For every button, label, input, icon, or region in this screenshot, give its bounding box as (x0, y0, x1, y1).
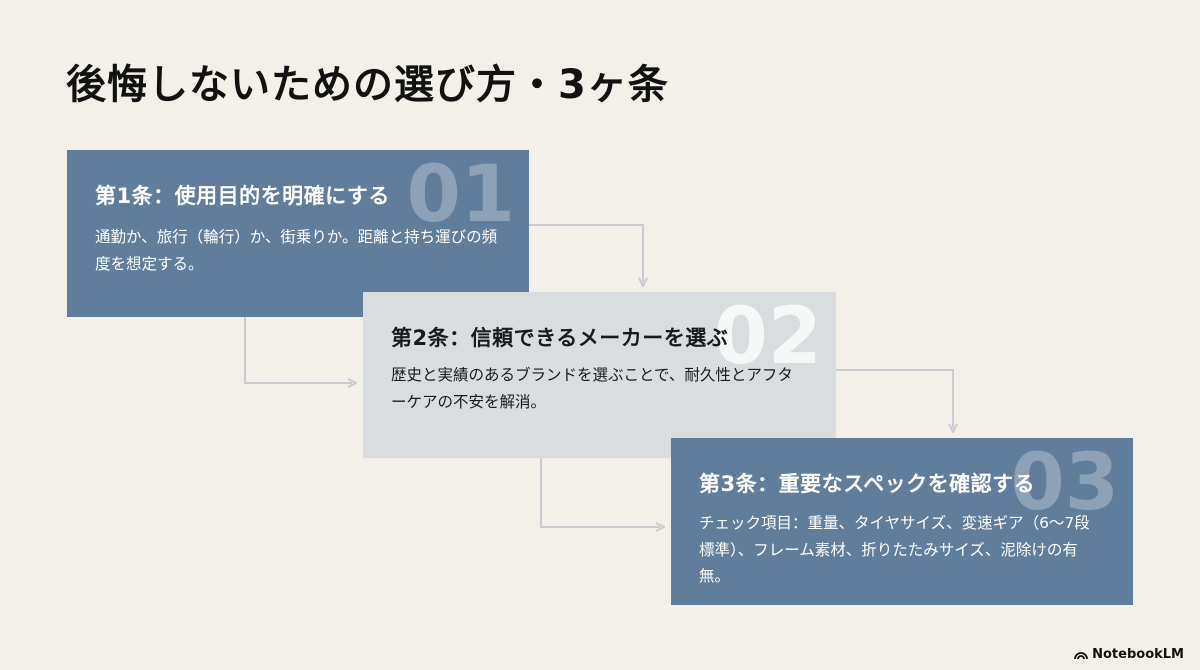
notebooklm-icon (1074, 652, 1089, 660)
brand-logo: NotebookLM (1074, 647, 1184, 662)
step-number: 03 (1010, 438, 1119, 528)
step-card-2: 02 第2条：信頼できるメーカーを選ぶ 歴史と実績のあるブランドを選ぶことで、耐… (363, 292, 836, 458)
step-body: チェック項目：重量、タイヤサイズ、変速ギア（6〜7段標準）、フレーム素材、折りた… (699, 514, 1090, 586)
step-body: 歴史と実績のあるブランドを選ぶことで、耐久性とアフターケアの不安を解消。 (391, 366, 793, 412)
arrow-01-right (529, 224, 643, 282)
step-card-3: 03 第3条：重要なスペックを確認する チェック項目：重量、タイヤサイズ、変速ギ… (671, 438, 1133, 605)
arrow-01-down (244, 317, 352, 383)
arrow-02-right (836, 369, 953, 428)
step-heading: 第3条：重要なスペックを確認する (699, 472, 1036, 496)
step-number: 01 (406, 150, 515, 240)
brand-label: NotebookLM (1092, 647, 1184, 662)
step-heading: 第2条：信頼できるメーカーを選ぶ (391, 326, 729, 350)
page-title: 後悔しないための選び方・3ヶ条 (66, 62, 669, 108)
step-number: 02 (713, 292, 822, 382)
step-heading: 第1条：使用目的を明確にする (95, 184, 390, 208)
step-body: 通勤か、旅行（輪行）か、街乗りか。距離と持ち運びの頻度を想定する。 (95, 228, 498, 274)
arrow-02-down (540, 458, 660, 527)
step-card-1: 01 第1条：使用目的を明確にする 通勤か、旅行（輪行）か、街乗りか。距離と持ち… (67, 150, 529, 317)
